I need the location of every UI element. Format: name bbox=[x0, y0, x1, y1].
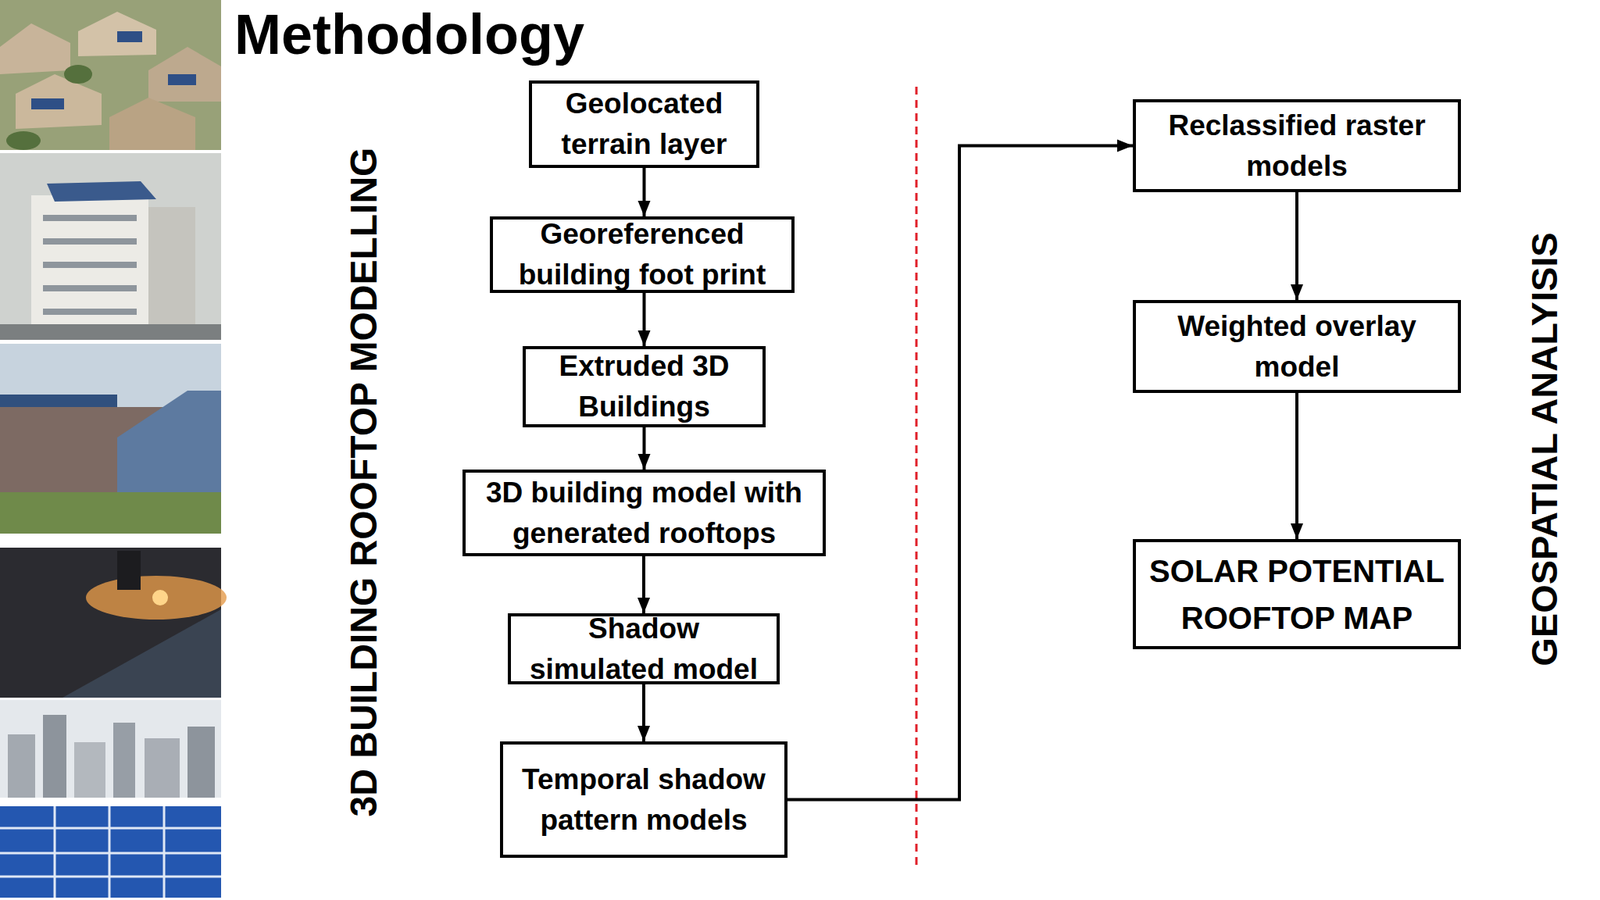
section-label: 3D BUILDING ROOFTOP MODELLING bbox=[345, 147, 383, 818]
photo-background bbox=[0, 806, 222, 898]
process-box: Reclassified raster models bbox=[1132, 99, 1461, 193]
section-label: GEOSPATIAL ANALYISIS bbox=[1525, 232, 1563, 666]
tree bbox=[64, 64, 93, 84]
window-row bbox=[42, 214, 137, 222]
flow-arrow bbox=[642, 556, 646, 614]
photo-solar-panels bbox=[0, 806, 222, 898]
tower bbox=[42, 714, 67, 798]
photo-background bbox=[0, 153, 222, 340]
box-label: Shadow simulated model bbox=[529, 608, 758, 690]
process-box: Weighted overlay model bbox=[1132, 300, 1461, 393]
process-box: Georeferenced building foot print bbox=[489, 216, 795, 293]
solar-panel bbox=[31, 98, 65, 110]
flow-arrow bbox=[642, 292, 647, 347]
divider-line bbox=[915, 86, 918, 865]
window-row bbox=[42, 238, 137, 245]
photo-background bbox=[0, 343, 222, 534]
building-facade bbox=[31, 195, 149, 340]
process-box: SOLAR POTENTIAL ROOFTOP MAP bbox=[1132, 539, 1461, 650]
panel-grid bbox=[0, 806, 222, 898]
solar-panel bbox=[46, 181, 157, 202]
tree bbox=[6, 131, 41, 150]
process-box: Extruded 3D Buildings bbox=[522, 346, 766, 428]
flow-arrow bbox=[787, 146, 1133, 800]
flow-arrow bbox=[1295, 392, 1299, 540]
house-roof bbox=[0, 23, 71, 75]
process-box: Temporal shadow pattern models bbox=[500, 741, 788, 858]
process-box: Geolocated terrain layer bbox=[528, 80, 760, 168]
box-label: Reclassified raster models bbox=[1143, 105, 1450, 187]
window-row bbox=[42, 261, 137, 268]
solar-panel bbox=[0, 394, 118, 408]
process-box: Shadow simulated model bbox=[507, 613, 780, 685]
box-label: Extruded 3D Buildings bbox=[530, 346, 758, 428]
flow-arrow bbox=[642, 167, 647, 217]
photo-background bbox=[0, 547, 222, 698]
sun bbox=[152, 589, 168, 606]
house-roof bbox=[78, 11, 157, 57]
flow-arrow bbox=[642, 427, 647, 470]
solar-panel bbox=[167, 74, 197, 86]
building-side bbox=[148, 207, 196, 340]
photo-background bbox=[0, 0, 222, 150]
flow-arrow bbox=[642, 684, 646, 742]
photo-suburb bbox=[0, 0, 222, 150]
tower bbox=[187, 726, 215, 798]
window-row bbox=[42, 285, 137, 292]
street bbox=[0, 324, 222, 340]
box-label: 3D building model with generated rooftop… bbox=[470, 472, 818, 554]
tower bbox=[74, 742, 106, 798]
process-box: 3D building model with generated rooftop… bbox=[462, 469, 826, 557]
box-label: SOLAR POTENTIAL ROOFTOP MAP bbox=[1143, 547, 1450, 642]
house-roof bbox=[109, 97, 196, 150]
sunset-glow bbox=[85, 575, 227, 620]
box-label: Temporal shadow pattern models bbox=[509, 759, 779, 841]
glass-roof bbox=[117, 390, 222, 500]
photo-skyline bbox=[0, 700, 222, 798]
photo-background bbox=[0, 700, 222, 798]
solar-panel bbox=[62, 609, 222, 698]
house-roof bbox=[15, 74, 102, 129]
window-row bbox=[42, 308, 137, 315]
solar-panel bbox=[117, 31, 143, 43]
tower bbox=[144, 738, 180, 798]
garden bbox=[0, 492, 222, 534]
photo-solar-building bbox=[0, 343, 222, 534]
photo-sunset bbox=[0, 547, 227, 698]
page-title: Methodology bbox=[234, 6, 585, 63]
flow-arrow bbox=[1295, 192, 1299, 300]
box-label: Georeferenced building foot print bbox=[496, 214, 789, 296]
house-roof bbox=[148, 46, 222, 102]
photo-apartment bbox=[0, 153, 222, 340]
box-label: Geolocated terrain layer bbox=[536, 83, 752, 165]
tower bbox=[113, 722, 136, 798]
chimney bbox=[117, 550, 141, 590]
box-label: Weighted overlay model bbox=[1151, 306, 1443, 388]
tower bbox=[7, 734, 36, 798]
